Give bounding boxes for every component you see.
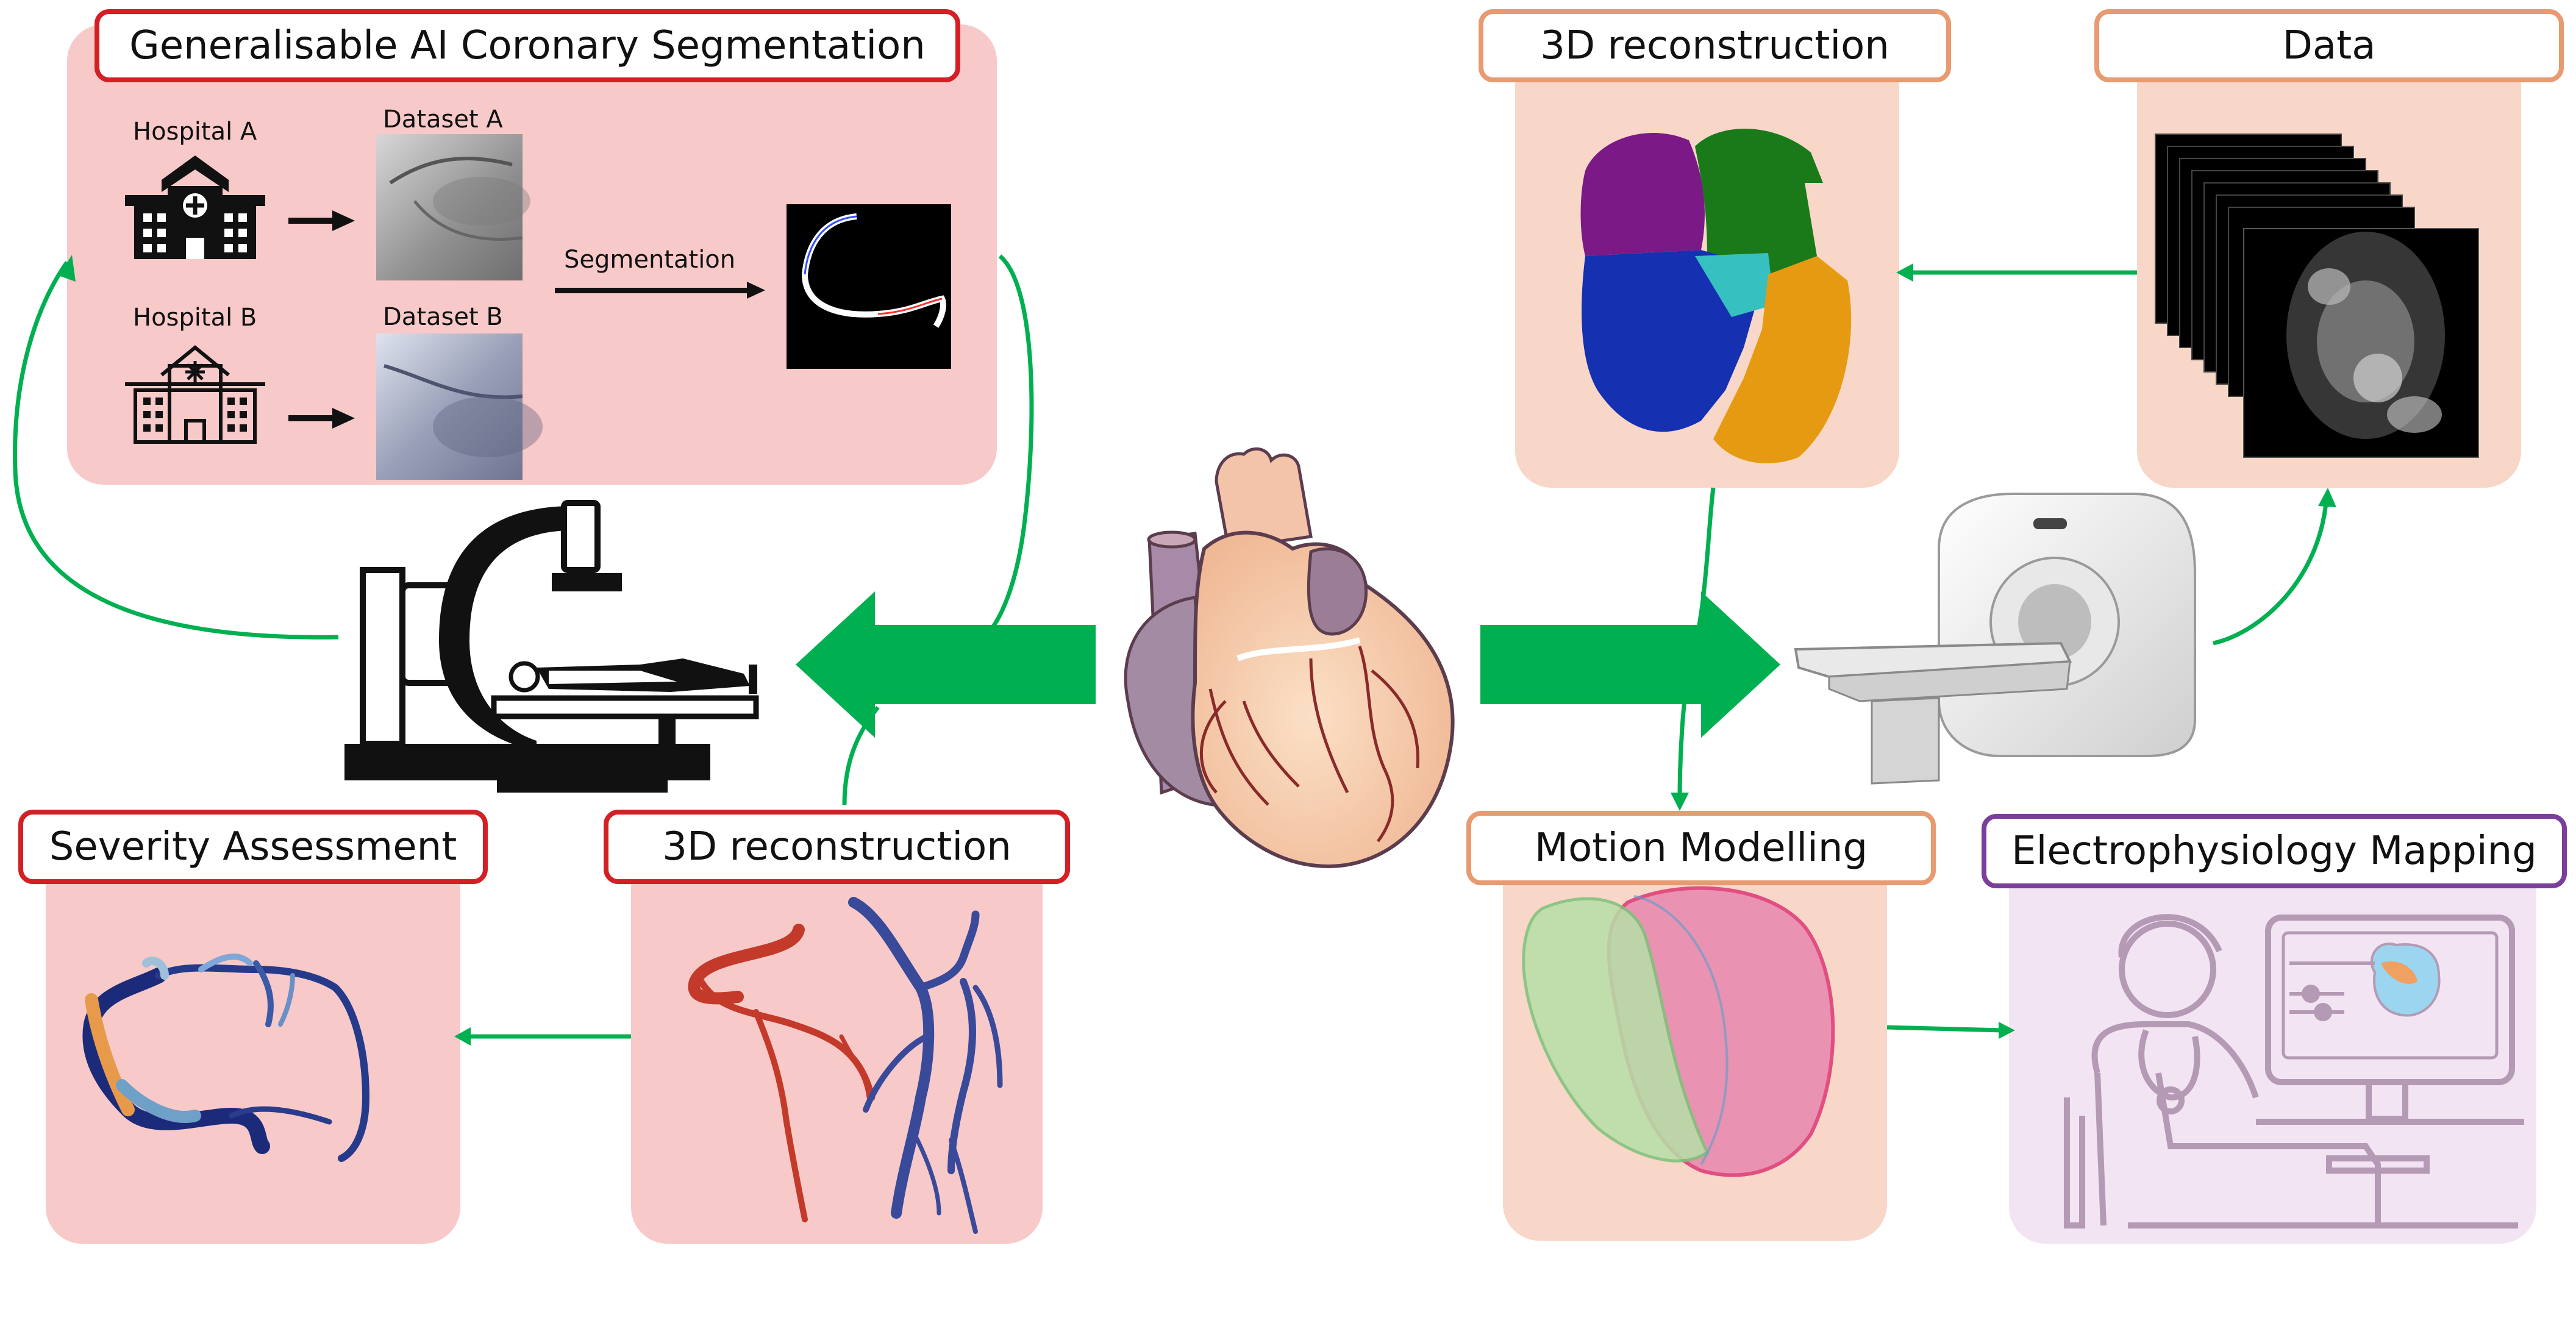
dataset-b-image: [376, 333, 543, 480]
hospital-a-icon: [125, 155, 265, 259]
motion-model-mesh: [1522, 886, 1835, 1177]
hospital-a-label: Hospital A: [133, 118, 257, 146]
heart-icon: [1124, 447, 1455, 868]
flow-arrows: [13, 254, 2328, 1039]
severity-title: Severity Assessment: [18, 810, 488, 884]
left-reconstruction-title: 3D reconstruction: [604, 810, 1070, 884]
right-reconstruction-title: 3D reconstruction: [1479, 9, 1951, 82]
segmentation-output-image: [787, 204, 951, 369]
heart-3d-reconstruction: [1580, 129, 1852, 463]
electro-title: Electrophysiology Mapping: [1982, 814, 2567, 888]
hospital-b-label: Hospital B: [133, 304, 257, 332]
segmentation-arrow-label: Segmentation: [564, 246, 736, 274]
doctor-workstation-icon: [2064, 914, 2524, 1228]
dataset-b-label: Dataset B: [383, 303, 503, 331]
mri-data-stack: [2155, 134, 2479, 458]
dataset-a-label: Dataset A: [383, 105, 503, 134]
big-left-arrow: [796, 591, 1096, 738]
segmentation-title: Generalisable AI Coronary Segmentation: [95, 9, 960, 82]
dataset-a-image: [376, 134, 530, 280]
big-right-arrow: [1480, 591, 1780, 738]
mri-scanner-icon: [1794, 493, 2196, 785]
flow-arrowheads: [59, 255, 2336, 1046]
hospital-to-dataset-arrows: [288, 210, 355, 429]
motion-title: Motion Modelling: [1466, 811, 1936, 885]
angiography-c-arm-icon: [344, 500, 759, 793]
hospital-b-icon: [125, 345, 265, 444]
data-title: Data: [2094, 9, 2564, 82]
segmentation-arrow: [555, 282, 765, 299]
